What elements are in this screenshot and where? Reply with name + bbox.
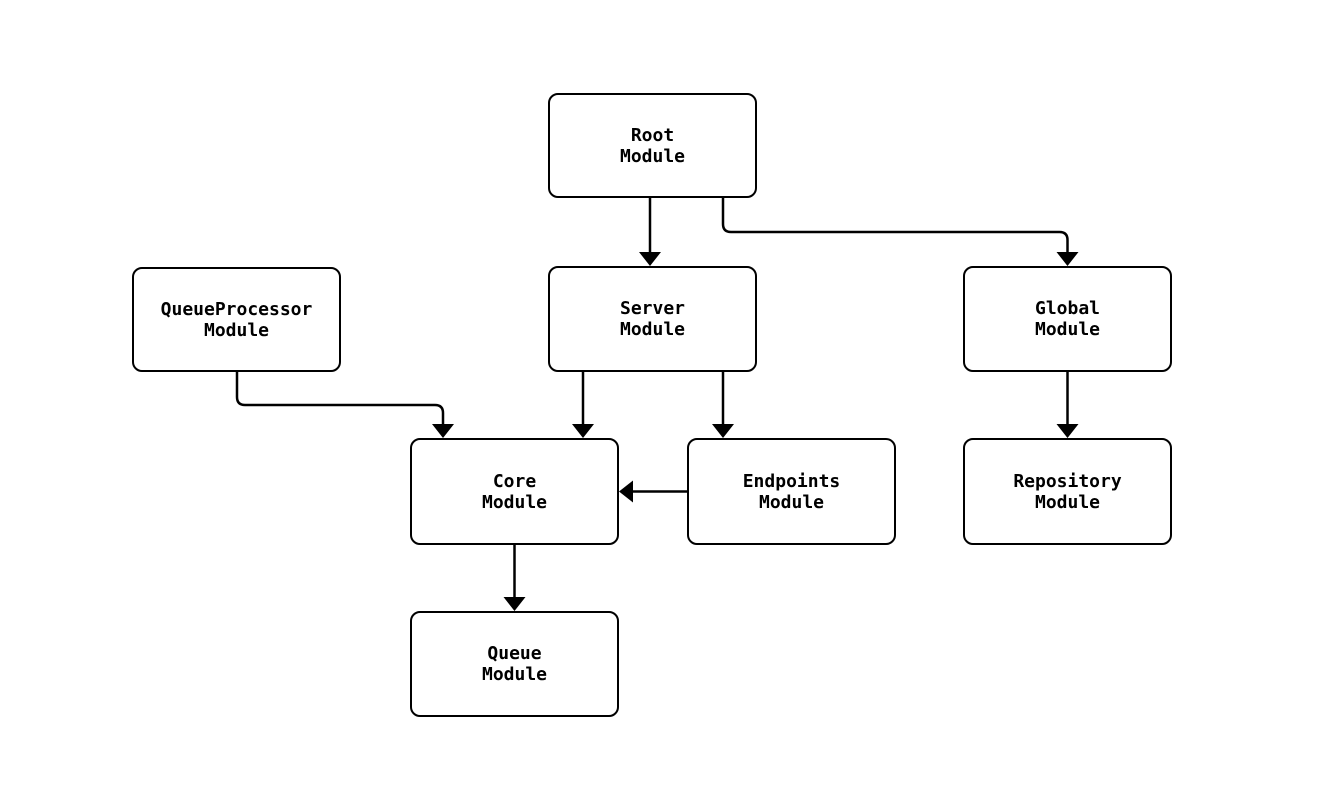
node-repository-module: Repository Module — [963, 438, 1172, 545]
node-label-line: Core — [492, 470, 537, 492]
node-label-line: Queue — [487, 643, 542, 664]
edge-queueprocessor-to-core — [235, 370, 445, 427]
arrowhead-core-to-queue — [503, 597, 526, 611]
arrowhead-queueprocessor-to-core — [432, 424, 454, 438]
node-queueprocessor-module: QueueProcessor Module — [132, 267, 341, 372]
node-label-line: Module — [1034, 491, 1101, 513]
node-label-line: Module — [1034, 319, 1101, 340]
node-label-line: QueueProcessor — [160, 298, 313, 320]
node-label-line: Module — [203, 319, 270, 341]
node-root-module: Root Module — [548, 93, 757, 198]
arrowhead-root-to-global — [1056, 252, 1079, 266]
arrowhead-global-to-repository — [1056, 424, 1079, 438]
arrowhead-server-to-endpoints — [712, 424, 734, 438]
node-core-module: Core Module — [410, 438, 619, 545]
arrowhead-root-to-server — [639, 252, 661, 266]
node-endpoints-module: Endpoints Module — [687, 438, 896, 545]
node-label-line: Module — [481, 664, 548, 685]
node-server-module: Server Module — [548, 266, 757, 372]
node-label-line: Module — [758, 491, 825, 513]
node-label-line: Server — [619, 298, 686, 319]
node-label-line: Repository — [1013, 470, 1122, 492]
arrowhead-server-to-core — [572, 424, 594, 438]
node-label-line: Root — [630, 124, 675, 146]
arrowhead-endpoints-to-core — [619, 480, 633, 503]
edge-root-to-global — [721, 196, 1069, 255]
node-label-line: Global — [1034, 298, 1101, 319]
node-label-line: Endpoints — [742, 470, 841, 492]
node-global-module: Global Module — [963, 266, 1172, 372]
node-label-line: Module — [619, 145, 686, 167]
node-queue-module: Queue Module — [410, 611, 619, 717]
node-label-line: Module — [481, 491, 548, 513]
node-label-line: Module — [619, 319, 686, 340]
